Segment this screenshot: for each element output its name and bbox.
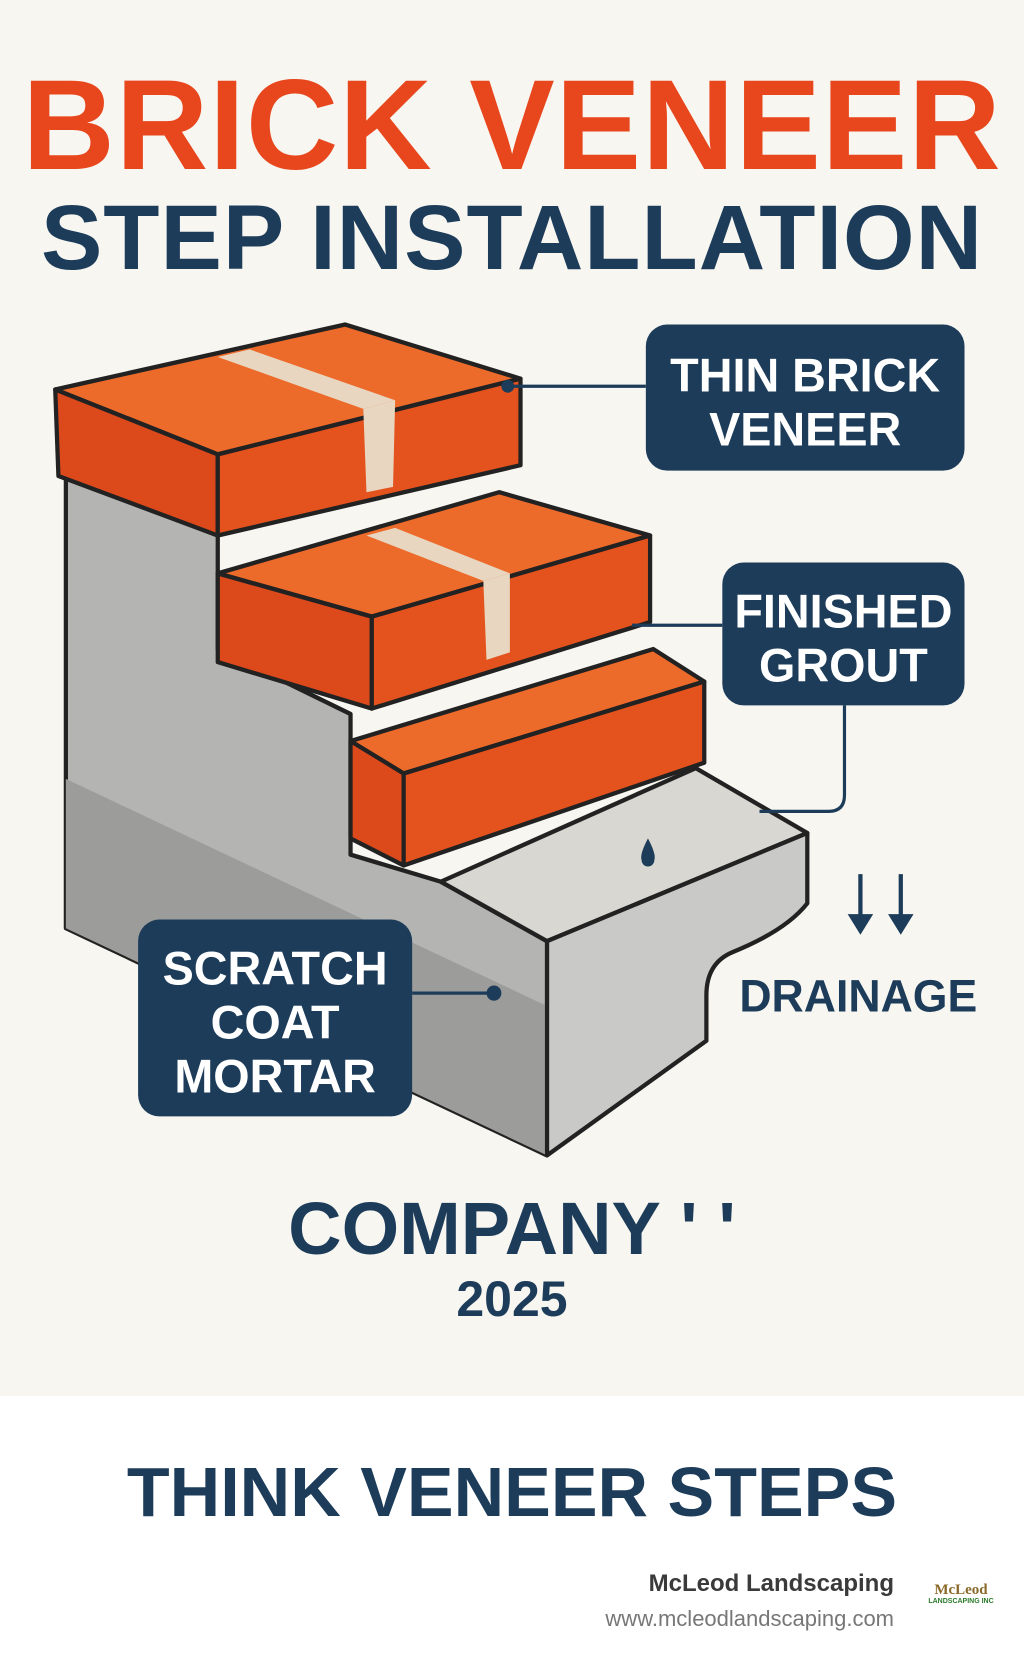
drainage-label: DRAINAGE bbox=[739, 970, 977, 1021]
svg-text:GROUT: GROUT bbox=[759, 638, 928, 691]
label-scratch-coat bbox=[138, 919, 413, 1117]
water-drop-icon bbox=[641, 838, 655, 867]
svg-text:COAT: COAT bbox=[211, 995, 340, 1048]
concrete-front bbox=[544, 830, 810, 1158]
footer-brand: McLeod Landscaping bbox=[648, 1570, 894, 1597]
company-year: 2025 bbox=[456, 1271, 568, 1327]
page-subtitle: STEP INSTALLATION bbox=[40, 187, 984, 289]
company-name: COMPANY ' ' bbox=[288, 1187, 736, 1270]
svg-text:MORTAR: MORTAR bbox=[174, 1049, 376, 1102]
svg-text:VENEER: VENEER bbox=[709, 402, 901, 455]
svg-text:FINISHED: FINISHED bbox=[734, 584, 952, 637]
tagline: THINK VENEER STEPS bbox=[126, 1453, 898, 1531]
label-finished-grout bbox=[722, 562, 965, 706]
svg-text:THIN BRICK: THIN BRICK bbox=[670, 348, 940, 401]
drainage-arrows-icon bbox=[847, 874, 914, 935]
page-title: BRICK VENEER bbox=[22, 54, 1002, 197]
label-thin-brick bbox=[645, 324, 965, 471]
footer-url[interactable]: www.mcleodlandscaping.com bbox=[605, 1606, 894, 1631]
svg-text:SCRATCH: SCRATCH bbox=[163, 941, 388, 994]
company-logo: McLeod LANDSCAPING INC bbox=[928, 1582, 994, 1606]
